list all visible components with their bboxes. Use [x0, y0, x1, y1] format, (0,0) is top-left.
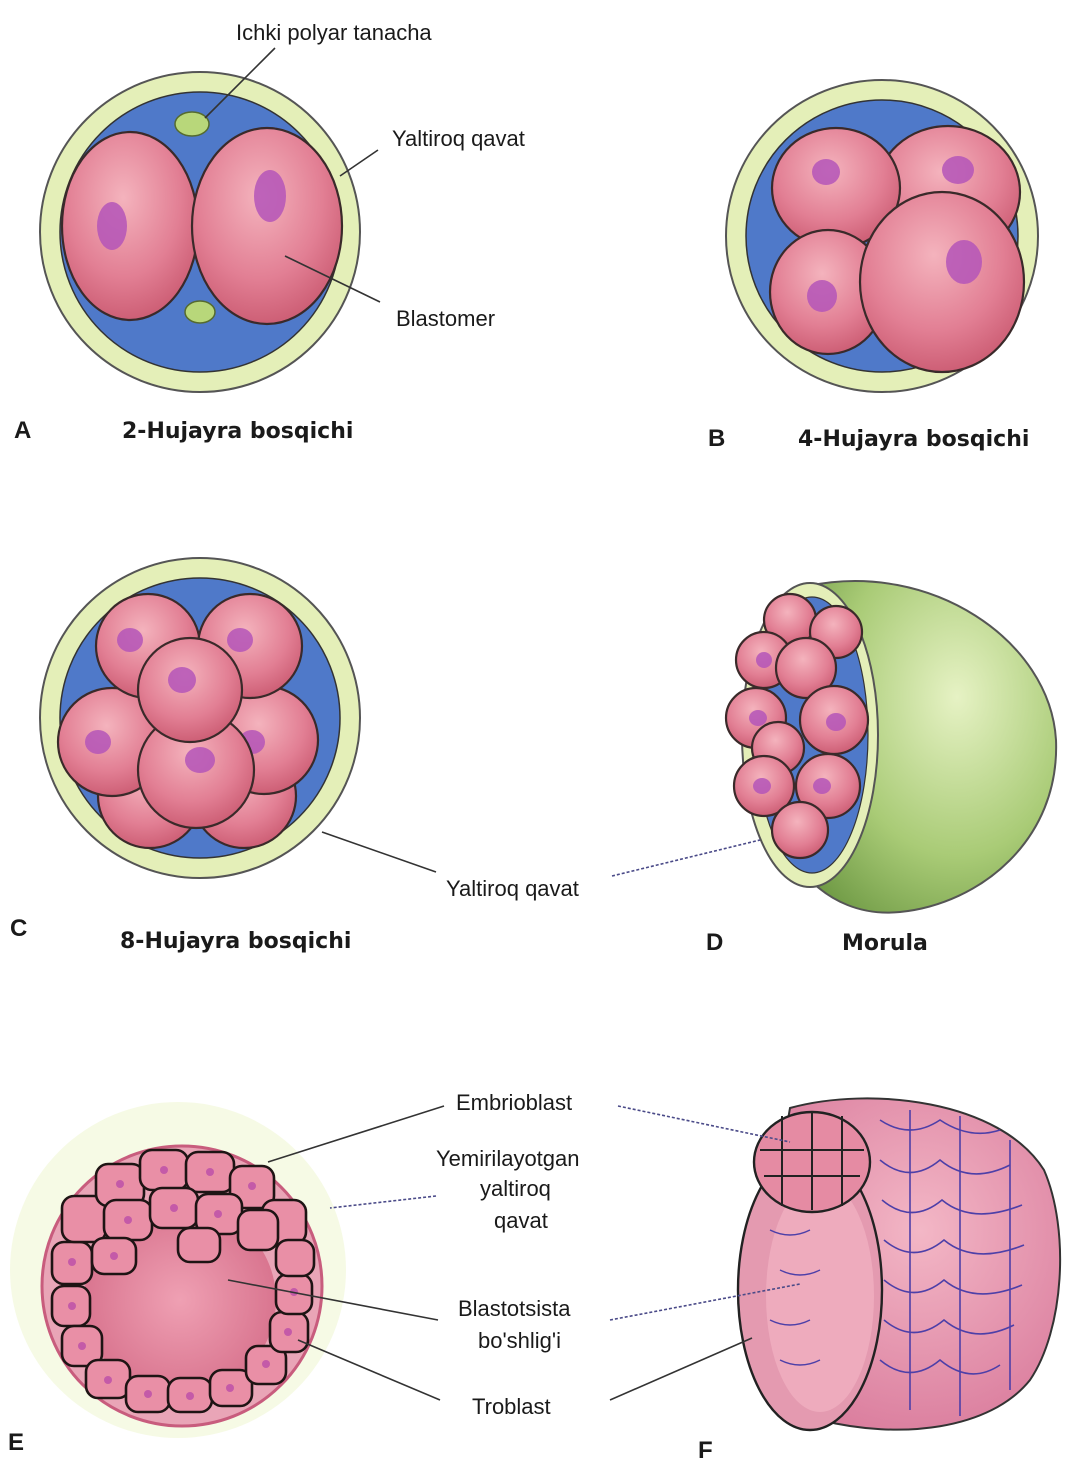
panel-letter-f: F	[698, 1437, 713, 1464]
blastomere	[772, 802, 828, 858]
panel-letter-c: C	[10, 915, 27, 942]
polar-body-bottom	[185, 301, 215, 323]
label-polar-body: Ichki polyar tanacha	[236, 20, 432, 45]
panel-letter-a: A	[14, 417, 31, 444]
blastomere	[192, 128, 342, 324]
blastomere	[62, 132, 198, 320]
label-zona: Yaltiroq qavat	[392, 126, 525, 151]
nucleus	[227, 628, 253, 652]
caption-a: 2-Hujayra bosqichi	[122, 419, 353, 444]
panel-b: B 4-Hujayra bosqichi	[708, 80, 1038, 452]
panel-letter-d: D	[706, 929, 723, 956]
nucleus	[97, 202, 127, 250]
label-embryoblast: Embrioblast	[456, 1090, 572, 1115]
ef-labels: Embrioblast Yemirilayotgan yaltiroq qava…	[436, 1090, 580, 1419]
nucleus	[168, 667, 196, 693]
panel-letter-e: E	[8, 1429, 24, 1456]
nucleus	[946, 240, 982, 284]
embryoblast-f	[754, 1112, 870, 1212]
cavity-f	[766, 1180, 874, 1412]
nucleus	[942, 156, 974, 184]
nucleus	[254, 170, 286, 222]
panel-a: Ichki polyar tanacha Yaltiroq qavat Blas…	[14, 20, 525, 444]
caption-c: 8-Hujayra bosqichi	[120, 929, 351, 954]
caption-d: Morula	[842, 931, 928, 956]
caption-b: 4-Hujayra bosqichi	[798, 427, 1029, 452]
label-blastomere: Blastomer	[396, 306, 495, 331]
panel-f: F	[698, 1098, 1060, 1464]
panel-d: D Morula	[612, 581, 1056, 956]
label-zona-line1: Yemirilayotgan	[436, 1146, 580, 1171]
label-cavity-line1: Blastotsista	[458, 1296, 571, 1321]
panel-c: C 8-Hujayra bosqichi	[10, 558, 436, 954]
nucleus	[812, 159, 840, 185]
panel-letter-b: B	[708, 425, 725, 452]
label-trophoblast: Troblast	[472, 1394, 551, 1419]
panel-e: E	[8, 1102, 346, 1456]
polar-body-top	[175, 112, 209, 136]
nucleus	[807, 280, 837, 312]
label-zona-line2: yaltiroq	[480, 1176, 551, 1201]
nucleus	[85, 730, 111, 754]
nucleus	[185, 747, 215, 773]
label-zona-line3: qavat	[494, 1208, 548, 1233]
label-zona-shared: Yaltiroq qavat	[446, 876, 579, 901]
nucleus	[117, 628, 143, 652]
label-cavity-line2: bo'shlig'i	[478, 1328, 561, 1353]
blastomere	[860, 192, 1024, 372]
